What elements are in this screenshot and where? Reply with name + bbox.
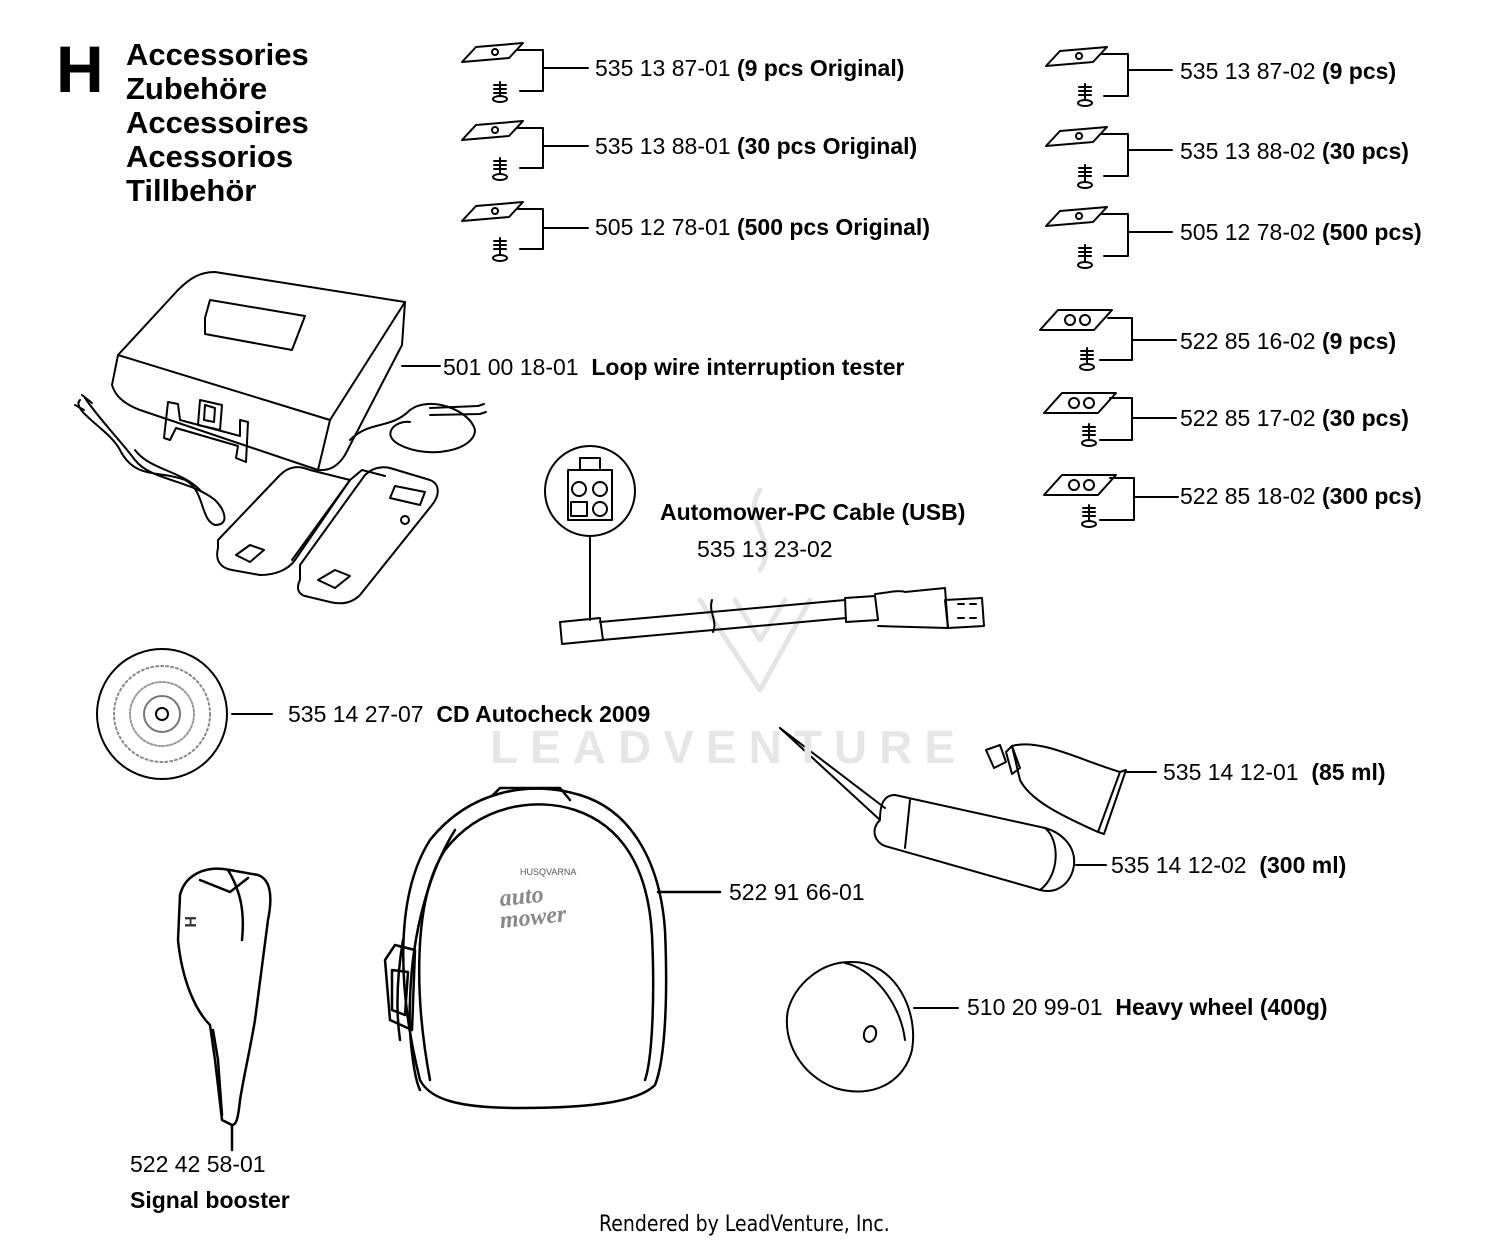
part-desc: (9 pcs)	[1321, 328, 1397, 354]
part-desc: (9 pcs Original)	[736, 55, 905, 81]
part-desc: (300 pcs)	[1321, 483, 1422, 509]
part-number: 535 13 87-01	[595, 55, 731, 81]
part-desc: (300 ml)	[1259, 852, 1347, 878]
part-desc: (30 pcs)	[1321, 138, 1409, 164]
razor-blade-icon-3	[1043, 474, 1179, 528]
part-desc: Loop wire interruption tester	[591, 354, 905, 380]
part-desc: (500 pcs Original)	[736, 214, 930, 240]
blade-set-icon-5	[1045, 126, 1173, 189]
part-label-rblade-9[interactable]: 522 85 16-02 (9 pcs)	[1180, 327, 1396, 355]
svg-text:H: H	[181, 916, 198, 928]
razor-blade-icon-1	[1039, 309, 1177, 371]
section-letter: H	[56, 32, 104, 106]
section-titles: Accessories Zubehöre Accessoires Acessor…	[126, 38, 309, 208]
footer-credit: Rendered by LeadVenture, Inc.	[599, 1212, 890, 1237]
blade-set-icon-4	[1045, 46, 1173, 107]
usb-cable-illustration	[544, 445, 985, 645]
part-desc: (85 ml)	[1311, 759, 1386, 785]
grease-cartridge-illustration	[779, 727, 1107, 892]
part-desc-signal-booster: Signal booster	[130, 1187, 290, 1213]
part-number: 505 12 78-01	[595, 214, 731, 240]
part-label-heavy-wheel[interactable]: 510 20 99-01 Heavy wheel (400g)	[967, 993, 1328, 1021]
blade-set-icon-3	[461, 201, 589, 262]
part-label-cd-autocheck[interactable]: 535 14 27-07 CD Autocheck 2009	[288, 700, 650, 728]
automower-logo-auto: auto	[498, 882, 544, 912]
part-number: 522 85 18-02	[1180, 483, 1316, 509]
part-number: 510 20 99-01	[967, 994, 1103, 1020]
part-label-blade-500[interactable]: 505 12 78-02 (500 pcs)	[1180, 218, 1422, 246]
part-desc-pc-cable: Automower-PC Cable (USB)	[660, 499, 966, 525]
part-label-blade-30-orig[interactable]: 535 13 88-01 (30 pcs Original)	[595, 132, 917, 160]
heavy-wheel-illustration	[785, 961, 959, 1093]
part-label-blade-9-orig[interactable]: 535 13 87-01 (9 pcs Original)	[595, 54, 904, 82]
part-label-rblade-30[interactable]: 522 85 17-02 (30 pcs)	[1180, 404, 1409, 432]
blade-set-icon-2	[461, 120, 589, 181]
part-number-signal-booster[interactable]: 522 42 58-01	[130, 1151, 266, 1177]
part-label-blade-30[interactable]: 535 13 88-02 (30 pcs)	[1180, 137, 1409, 165]
part-number: 535 14 27-07	[288, 701, 424, 727]
part-number: 535 14 12-01	[1163, 759, 1299, 785]
blade-set-icon-6	[1045, 206, 1173, 269]
part-number: 501 00 18-01	[443, 354, 579, 380]
title-sv: Tillbehör	[126, 173, 257, 208]
part-number: 505 12 78-02	[1180, 219, 1316, 245]
part-number: 535 13 88-02	[1180, 138, 1316, 164]
cd-illustration	[96, 648, 273, 780]
grease-tube-illustration	[985, 743, 1157, 835]
part-desc: (500 pcs)	[1321, 219, 1422, 245]
part-desc: (9 pcs)	[1321, 58, 1397, 84]
title-fr: Accessoires	[126, 105, 309, 140]
part-number: 522 85 17-02	[1180, 405, 1316, 431]
title-es: Acessorios	[126, 139, 294, 174]
svg-text:HUSQVARNA: HUSQVARNA	[520, 867, 576, 877]
part-desc: Heavy wheel (400g)	[1115, 994, 1328, 1020]
part-number-backpack[interactable]: 522 91 66-01	[729, 879, 865, 905]
razor-blade-icon-2	[1043, 392, 1177, 447]
part-desc: (30 pcs)	[1321, 405, 1409, 431]
backpack-illustration	[383, 786, 722, 1110]
part-number: 535 13 88-01	[595, 133, 731, 159]
part-number-pc-cable[interactable]: 535 13 23-02	[697, 536, 833, 562]
part-number: 522 85 16-02	[1180, 328, 1316, 354]
part-label-blade-500-orig[interactable]: 505 12 78-01 (500 pcs Original)	[595, 213, 930, 241]
title-de: Zubehöre	[126, 71, 268, 106]
watermark-text: LEADVENTURE	[490, 721, 968, 773]
part-label-grease-300[interactable]: 535 14 12-02 (300 ml)	[1111, 851, 1346, 879]
title-en: Accessories	[126, 37, 309, 72]
part-label-blade-9[interactable]: 535 13 87-02 (9 pcs)	[1180, 57, 1396, 85]
part-label-rblade-300[interactable]: 522 85 18-02 (300 pcs)	[1180, 482, 1422, 510]
part-number: 535 13 87-02	[1180, 58, 1316, 84]
part-desc: CD Autocheck 2009	[436, 701, 651, 727]
loop-tester-illustration	[74, 271, 487, 605]
blade-set-icon-1	[461, 42, 589, 103]
signal-booster-illustration	[176, 867, 272, 1152]
part-label-grease-85[interactable]: 535 14 12-01 (85 ml)	[1163, 758, 1386, 786]
part-label-loop-tester[interactable]: 501 00 18-01 Loop wire interruption test…	[443, 353, 904, 381]
part-desc: (30 pcs Original)	[736, 133, 918, 159]
part-number: 535 14 12-02	[1111, 852, 1247, 878]
